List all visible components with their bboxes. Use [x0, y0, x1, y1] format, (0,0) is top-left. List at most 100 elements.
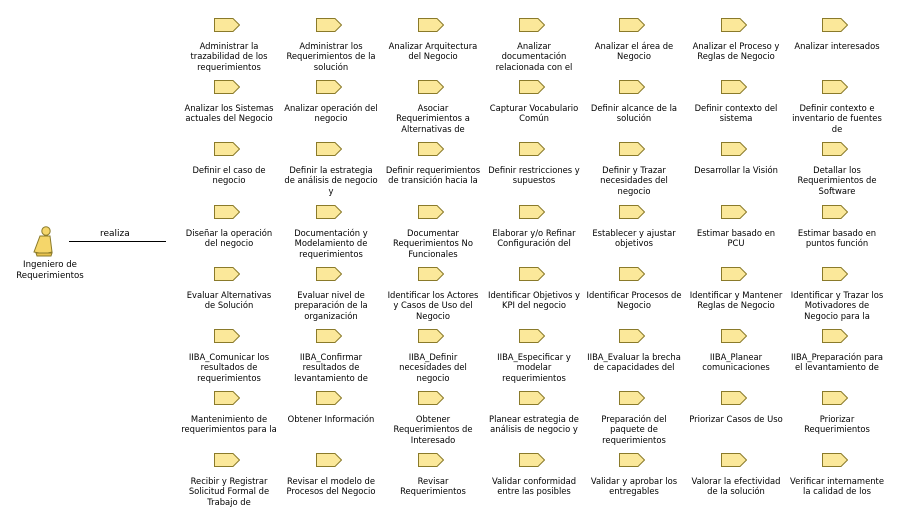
use-case-icon — [214, 80, 240, 94]
use-case[interactable]: Revisar el modelo de Procesos del Negoci… — [283, 453, 379, 511]
use-case-icon — [822, 329, 848, 343]
use-case-label: Documentación y Modelamiento de requerim… — [294, 228, 368, 259]
use-case[interactable]: IIBA_Comunicar los resultados de requeri… — [181, 329, 277, 387]
use-case-icon — [418, 391, 444, 405]
use-case-label: Identificar y Trazar los Motivadores de … — [790, 290, 884, 321]
use-case[interactable]: IIBA_Evaluar la brecha de capacidades de… — [586, 329, 682, 387]
use-case[interactable]: Estimar basado en puntos función — [789, 205, 885, 263]
association-line — [69, 241, 166, 242]
use-case[interactable]: Diseñar la operación del negocio — [181, 205, 277, 263]
use-case[interactable]: Estimar basado en PCU — [688, 205, 784, 263]
use-case[interactable]: Analizar interesados — [789, 18, 885, 76]
use-case-label: Priorizar Casos de Uso — [689, 414, 783, 424]
use-case[interactable]: Analizar los Sistemas actuales del Negoc… — [181, 80, 277, 138]
use-case-icon — [519, 205, 545, 219]
use-case[interactable]: Detallar los Requerimientos de Software — [789, 142, 885, 200]
use-case[interactable]: Priorizar Casos de Uso — [688, 391, 784, 449]
use-case[interactable]: Revisar Requerimientos — [385, 453, 481, 511]
use-case-label: Administrar la trazabilidad de los reque… — [190, 41, 268, 72]
use-case-label: Administrar los Requerimientos de la sol… — [286, 41, 376, 72]
use-case-icon — [619, 205, 645, 219]
use-case[interactable]: Capturar Vocabulario Común — [486, 80, 582, 138]
use-case-label: IIBA_Planear comunicaciones — [702, 352, 770, 373]
use-case[interactable]: Identificar los Actores y Casos de Uso d… — [385, 267, 481, 325]
use-case[interactable]: Documentación y Modelamiento de requerim… — [283, 205, 379, 263]
actor-icon — [33, 226, 53, 257]
use-case-label: Analizar Arquitectura del Negocio — [388, 41, 478, 62]
use-case[interactable]: IIBA_Preparación para el levantamiento d… — [789, 329, 885, 387]
use-case-label: Elaborar y/o Refinar Configuración del — [492, 228, 576, 249]
use-case[interactable]: Identificar y Mantener Reglas de Negocio — [688, 267, 784, 325]
use-case-icon — [418, 329, 444, 343]
use-case-icon — [519, 453, 545, 467]
use-case-icon — [721, 267, 747, 281]
use-case-label: Evaluar Alternativas de Solución — [186, 290, 272, 311]
use-case-label: Identificar Objetivos y KPI del negocio — [487, 290, 581, 311]
use-case[interactable]: IIBA_Definir necesidades del negocio — [385, 329, 481, 387]
use-case[interactable]: Definir contexto del sistema — [688, 80, 784, 138]
use-case-label: Analizar los Sistemas actuales del Negoc… — [184, 103, 274, 124]
use-case-icon — [822, 18, 848, 32]
use-case[interactable]: Validar y aprobar los entregables — [586, 453, 682, 511]
use-case-label: Definir requerimientos de transición hac… — [385, 165, 481, 186]
use-case-label: Identificar los Actores y Casos de Uso d… — [387, 290, 479, 321]
use-case[interactable]: Administrar los Requerimientos de la sol… — [283, 18, 379, 76]
use-case-icon — [822, 267, 848, 281]
use-case-icon — [822, 205, 848, 219]
use-case[interactable]: Recibir y Registrar Solicitud Formal de … — [181, 453, 277, 511]
use-case[interactable]: Identificar Procesos de Negocio — [586, 267, 682, 325]
use-case[interactable]: Establecer y ajustar objetivos — [586, 205, 682, 263]
use-case[interactable]: Obtener Requerimientos de Interesado — [385, 391, 481, 449]
use-case-label: Validar conformidad entre las posibles — [491, 476, 577, 497]
use-case[interactable]: Analizar el área de Negocio — [586, 18, 682, 76]
use-case-icon — [214, 391, 240, 405]
actor-label: Ingeniero de Requerimientos — [16, 260, 84, 281]
use-case-icon — [519, 80, 545, 94]
use-case[interactable]: Definir la estrategia de análisis de neg… — [283, 142, 379, 200]
use-case[interactable]: Definir el caso de negocio — [181, 142, 277, 200]
use-case[interactable]: Definir requerimientos de transición hac… — [385, 142, 481, 200]
use-case[interactable]: Desarrollar la Visión — [688, 142, 784, 200]
use-case[interactable]: Asociar Requerimientos a Alternativas de — [385, 80, 481, 138]
use-case-label: Revisar Requerimientos — [400, 476, 466, 497]
use-case[interactable]: Identificar y Trazar los Motivadores de … — [789, 267, 885, 325]
use-case-icon — [418, 267, 444, 281]
use-case[interactable]: Preparación del paquete de requerimiento… — [586, 391, 682, 449]
use-case[interactable]: Definir restricciones y supuestos — [486, 142, 582, 200]
use-case[interactable]: Analizar documentación relacionada con e… — [486, 18, 582, 76]
use-case-icon — [519, 391, 545, 405]
use-case[interactable]: Obtener Información — [283, 391, 379, 449]
use-case[interactable]: IIBA_Confirmar resultados de levantamien… — [283, 329, 379, 387]
use-case[interactable]: Analizar Arquitectura del Negocio — [385, 18, 481, 76]
use-case[interactable]: Elaborar y/o Refinar Configuración del — [486, 205, 582, 263]
use-case[interactable]: Definir alcance de la solución — [586, 80, 682, 138]
use-case[interactable]: Planear estrategia de análisis de negoci… — [486, 391, 582, 449]
use-case[interactable]: Identificar Objetivos y KPI del negocio — [486, 267, 582, 325]
use-case[interactable]: IIBA_Especificar y modelar requerimiento… — [486, 329, 582, 387]
use-case[interactable]: Administrar la trazabilidad de los reque… — [181, 18, 277, 76]
use-case[interactable]: Analizar operación del negocio — [283, 80, 379, 138]
use-case-icon — [721, 329, 747, 343]
use-case[interactable]: Evaluar Alternativas de Solución — [181, 267, 277, 325]
use-case-icon — [316, 329, 342, 343]
use-case-label: IIBA_Preparación para el levantamiento d… — [791, 352, 883, 373]
use-case[interactable]: Documentar Requerimientos No Funcionales — [385, 205, 481, 263]
use-case-label: IIBA_Especificar y modelar requerimiento… — [497, 352, 571, 383]
use-case[interactable]: Validar conformidad entre las posibles — [486, 453, 582, 511]
use-case-icon — [214, 18, 240, 32]
use-case[interactable]: IIBA_Planear comunicaciones — [688, 329, 784, 387]
use-case[interactable]: Definir contexto e inventario de fuentes… — [789, 80, 885, 138]
use-case-icon — [214, 329, 240, 343]
use-case[interactable]: Valorar la efectividad de la solución — [688, 453, 784, 511]
use-case[interactable]: Mantenimiento de requerimientos para la — [181, 391, 277, 449]
use-case[interactable]: Analizar el Proceso y Reglas de Negocio — [688, 18, 784, 76]
use-case[interactable]: Evaluar nivel de preparación de la organ… — [283, 267, 379, 325]
use-case-label: Analizar el área de Negocio — [594, 41, 674, 62]
use-case-label: Priorizar Requerimientos — [804, 414, 870, 435]
use-case-icon — [418, 205, 444, 219]
use-case[interactable]: Priorizar Requerimientos — [789, 391, 885, 449]
use-case-icon — [619, 18, 645, 32]
use-case[interactable]: Definir y Trazar necesidades del negocio — [586, 142, 682, 200]
use-case[interactable]: Verificar internamente la calidad de los — [789, 453, 885, 511]
use-case-icon — [822, 391, 848, 405]
